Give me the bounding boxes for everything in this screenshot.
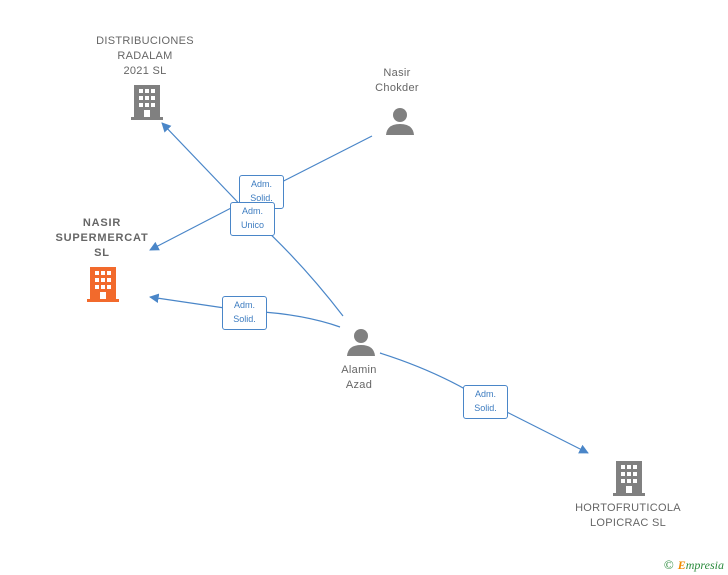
building-icon[interactable] (87, 266, 119, 302)
person-icon[interactable] (346, 327, 376, 357)
node-label-nasir-supermercat[interactable]: NASIR SUPERMERCAT SL (41, 216, 163, 261)
edge-label-line: Solid. (474, 403, 497, 413)
brand-footer[interactable]: ©Empresia (664, 557, 724, 573)
brand-initial: E (677, 558, 686, 572)
node-label-line: 2021 SL (123, 65, 167, 77)
node-label-line: LOPICRAC SL (589, 517, 667, 529)
node-label-line: RADALAM (117, 50, 173, 62)
node-label-line: SL (94, 247, 110, 259)
edge-label-azad-hortofruticola[interactable]: Adm. Solid. (463, 385, 508, 419)
node-label-line: HORTOFRUTICOLA (575, 502, 681, 514)
person-icon[interactable] (385, 106, 415, 136)
node-label-nasir-chokder[interactable]: Nasir Chokder (357, 66, 437, 96)
edge-label-line: Solid. (233, 314, 256, 324)
node-label-distribuciones[interactable]: DISTRIBUCIONES RADALAM 2021 SL (85, 34, 205, 79)
node-label-line: Chokder (375, 82, 419, 94)
node-label-line: SUPERMERCAT (55, 232, 149, 244)
edge-label-line: Unico (240, 220, 264, 230)
edge-label-line: Adm. (474, 389, 496, 399)
edge-label-line: Adm. (250, 179, 272, 189)
edge-label-azad-supermercat[interactable]: Adm. Solid. (222, 296, 267, 330)
edge-label-line: Solid. (250, 193, 273, 203)
copyright-symbol: © (663, 557, 674, 572)
node-label-hortofruticola[interactable]: HORTOFRUTICOLA LOPICRAC SL (566, 501, 690, 531)
edge-label-line: Adm. (233, 300, 255, 310)
node-label-line: NASIR (82, 217, 122, 229)
edge-label-azad-distribuciones[interactable]: Adm. Unico (230, 202, 275, 236)
node-label-line: Nasir (383, 67, 411, 79)
node-label-line: Alamin (341, 364, 377, 376)
edge-label-line: Adm. (241, 206, 263, 216)
building-icon[interactable] (613, 460, 645, 496)
node-label-line: Azad (345, 379, 373, 391)
building-icon[interactable] (131, 84, 163, 120)
node-label-line: DISTRIBUCIONES (96, 35, 194, 47)
node-label-alamin-azad[interactable]: Alamin Azad (319, 363, 399, 393)
brand-name: mpresia (685, 558, 724, 572)
